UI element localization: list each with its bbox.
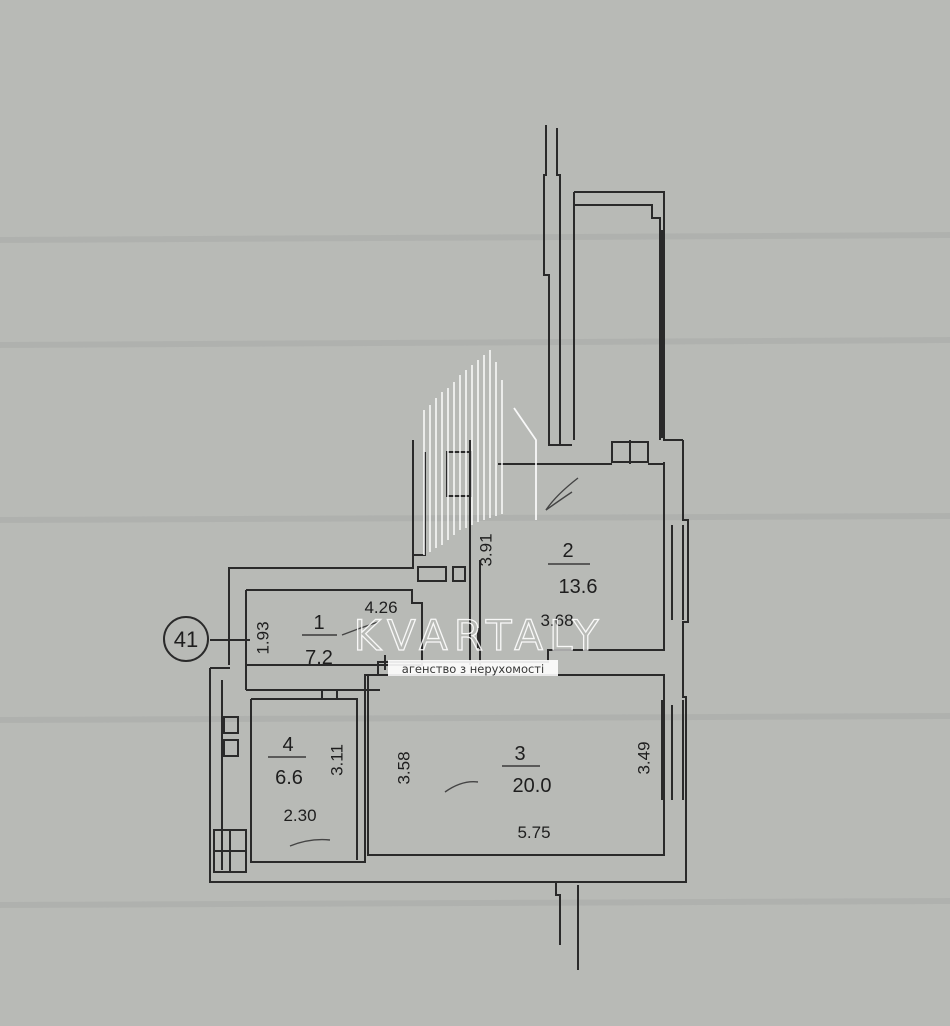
dim-room4-width: 2.30: [283, 806, 316, 825]
room-1-label: 1 7.2: [302, 612, 337, 669]
dim-room3-right: 3.49: [634, 741, 653, 774]
room-4-label: 4 6.6: [268, 734, 306, 789]
dim-room1-width: 4.26: [364, 598, 397, 617]
room-1-number: 1: [313, 612, 324, 634]
dim-room3-left: 3.58: [394, 751, 413, 784]
room-2-number: 2: [562, 540, 573, 562]
room-3-label: 3 20.0: [502, 743, 551, 797]
dim-room4-height: 3.11: [327, 744, 346, 776]
room-4-number: 4: [282, 734, 293, 756]
paper-texture: [0, 232, 950, 908]
dim-room3-bottom: 5.75: [517, 823, 550, 842]
dim-room2-width: 3.68: [540, 611, 573, 630]
room-1-area: 7.2: [305, 647, 333, 669]
dim-room1-height: 1.93: [253, 621, 272, 654]
watermark-logo: KVARTALY агенство з нерухомості: [353, 350, 604, 676]
hand-marks: [289, 477, 579, 847]
watermark-tagline-bg: [388, 660, 558, 676]
apartment-number-circle: [163, 616, 209, 662]
walls: [209, 125, 689, 970]
watermark-roof-icon: [513, 407, 537, 520]
apartment-number: 41: [174, 627, 198, 652]
watermark-bars-icon: [423, 350, 503, 555]
room-4-area: 6.6: [275, 767, 303, 789]
dim-room2-height: 3.91: [476, 533, 495, 566]
room-2-label: 2 13.6: [548, 540, 597, 598]
room-2-area: 13.6: [559, 576, 598, 598]
room-3-area: 20.0: [513, 775, 552, 797]
watermark-tagline: агенство з нерухомості: [402, 662, 544, 676]
watermark-brand: KVARTALY: [353, 611, 604, 660]
room-3-number: 3: [514, 743, 525, 765]
